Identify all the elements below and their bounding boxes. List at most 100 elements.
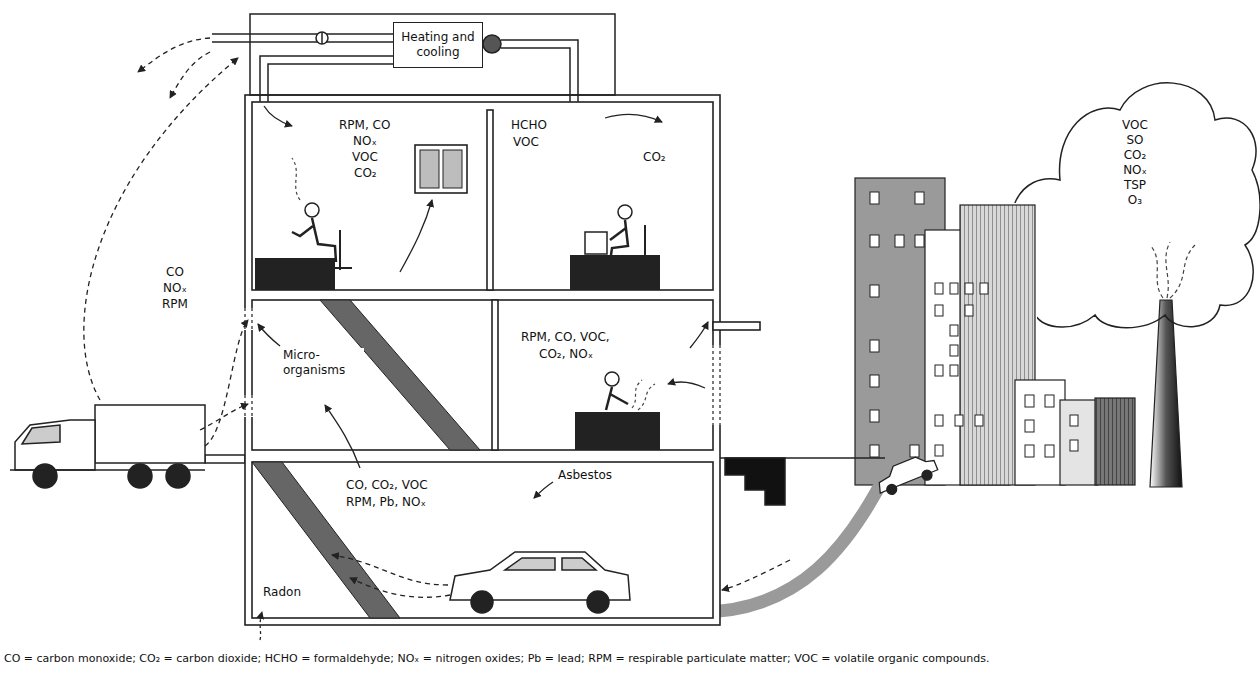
open-window-part xyxy=(719,345,720,425)
pollutant-name: CO₂ xyxy=(1124,148,1147,163)
pollutant-name: RPM xyxy=(161,297,189,312)
truck-part xyxy=(33,464,57,488)
city-buildings-part-part xyxy=(1045,445,1054,457)
ductwork-part xyxy=(321,32,323,44)
pollutant-name: VOC xyxy=(1122,118,1148,133)
equipment-box: Heating and cooling xyxy=(393,22,483,68)
car-part xyxy=(587,591,609,613)
city-buildings-part-part xyxy=(935,305,943,316)
office-worker-part xyxy=(255,258,335,290)
airflow-arrow-part xyxy=(332,555,448,585)
ground-part xyxy=(725,458,785,505)
smoke-plume xyxy=(1150,242,1195,298)
pollutant-name: TSP xyxy=(1124,178,1146,193)
car-part xyxy=(505,558,555,570)
airflow-arrow-part xyxy=(350,578,450,597)
office-worker-part xyxy=(610,220,628,262)
office-worker xyxy=(255,203,660,450)
cloud-outline xyxy=(990,70,1260,332)
pollutant-name: CO₂ xyxy=(353,166,378,181)
city-buildings-part-part xyxy=(935,365,943,376)
source-label: Asbestos xyxy=(557,468,613,483)
pollutant-name: NOₓ xyxy=(1123,163,1147,178)
car xyxy=(873,451,940,498)
city-buildings-part-part xyxy=(910,445,919,457)
office-worker-part xyxy=(312,218,336,262)
car-part xyxy=(920,469,933,482)
truck-part xyxy=(166,464,190,488)
airflow-arrow-part xyxy=(668,382,705,388)
car-part xyxy=(471,591,493,613)
car-part xyxy=(885,483,898,496)
pollutant-name: NOₓ xyxy=(162,281,188,296)
city-buildings-part-part xyxy=(870,235,879,247)
office-worker-part xyxy=(326,230,352,270)
airflow-arrow-part xyxy=(400,200,432,272)
city-buildings-part-part xyxy=(895,235,904,247)
cloud-shape xyxy=(1002,83,1260,328)
pollutant-name: CO₂ xyxy=(642,150,667,165)
office-worker-part xyxy=(610,394,628,404)
pollution-cloud: VOCSOCO₂NOₓTSPO₃ xyxy=(990,70,1260,332)
city-buildings-part-part xyxy=(870,192,879,204)
city-buildings-part-part xyxy=(935,415,943,426)
ductwork-part xyxy=(250,14,615,95)
city-buildings-part-part xyxy=(1070,440,1078,451)
ductwork-part xyxy=(268,64,393,102)
box-text: Heating and cooling xyxy=(399,30,477,60)
office-worker-part xyxy=(606,387,612,410)
city-buildings xyxy=(855,178,1182,487)
pollutant-name: RPM, Pb, NOₓ xyxy=(345,495,427,510)
open-window-part xyxy=(251,395,252,417)
ground-part xyxy=(700,470,888,612)
pollutant-name: CO₂, NOₓ xyxy=(538,347,594,362)
truck-part xyxy=(15,420,95,470)
smoke-trail-part xyxy=(638,384,655,410)
truck xyxy=(10,405,205,488)
city-buildings-part-part xyxy=(915,235,924,247)
airflow-arrow-part xyxy=(205,320,248,446)
office-worker-part xyxy=(610,228,626,240)
city-buildings-part-part xyxy=(870,285,879,297)
ductwork-part xyxy=(316,32,328,44)
office-worker-part xyxy=(292,226,313,236)
office-worker-part xyxy=(305,203,319,217)
car xyxy=(450,552,630,613)
city-buildings-part-part xyxy=(935,283,943,294)
office-worker-part xyxy=(605,372,619,386)
city-buildings-part xyxy=(1095,398,1135,485)
smoke-plume-part xyxy=(1166,242,1170,298)
building-part xyxy=(252,462,713,618)
ductwork-part xyxy=(501,40,578,102)
city-buildings-part xyxy=(1015,380,1065,485)
pollutant-name: HCHO xyxy=(510,118,548,133)
airflow-arrow-part xyxy=(605,115,662,122)
truck-part xyxy=(128,464,152,488)
smoke-trail-part xyxy=(632,380,642,408)
cloud-text-column: VOCSOCO₂NOₓTSPO₃ xyxy=(1108,118,1162,208)
city-buildings-part-part xyxy=(980,283,988,294)
city-buildings-part-part xyxy=(870,410,879,422)
pollutant-name: RPM, CO, VOC, xyxy=(520,330,611,345)
airflow-arrow-part xyxy=(264,106,292,126)
city-buildings-part-part xyxy=(950,325,958,336)
building-part xyxy=(487,110,493,290)
airflow-arrow-part xyxy=(325,405,360,468)
city-buildings-part-part xyxy=(1070,415,1078,426)
ductwork xyxy=(212,14,615,102)
car-part xyxy=(873,451,938,493)
office-worker-part xyxy=(618,205,632,219)
pollutant-name: VOC xyxy=(512,135,540,150)
office-worker-part xyxy=(575,412,660,450)
city-buildings-part-part xyxy=(955,415,963,426)
source-label: Radon xyxy=(262,585,302,600)
pollutant-name: VOC xyxy=(351,150,379,165)
airflow-arrow-part xyxy=(258,324,280,346)
open-window-part xyxy=(243,395,254,417)
ground-part xyxy=(205,455,245,463)
pollutant-name: CO xyxy=(165,265,185,280)
ductwork-part xyxy=(501,48,570,102)
city-buildings-part-part xyxy=(1025,445,1034,457)
airflow-arrow-part xyxy=(722,560,790,590)
